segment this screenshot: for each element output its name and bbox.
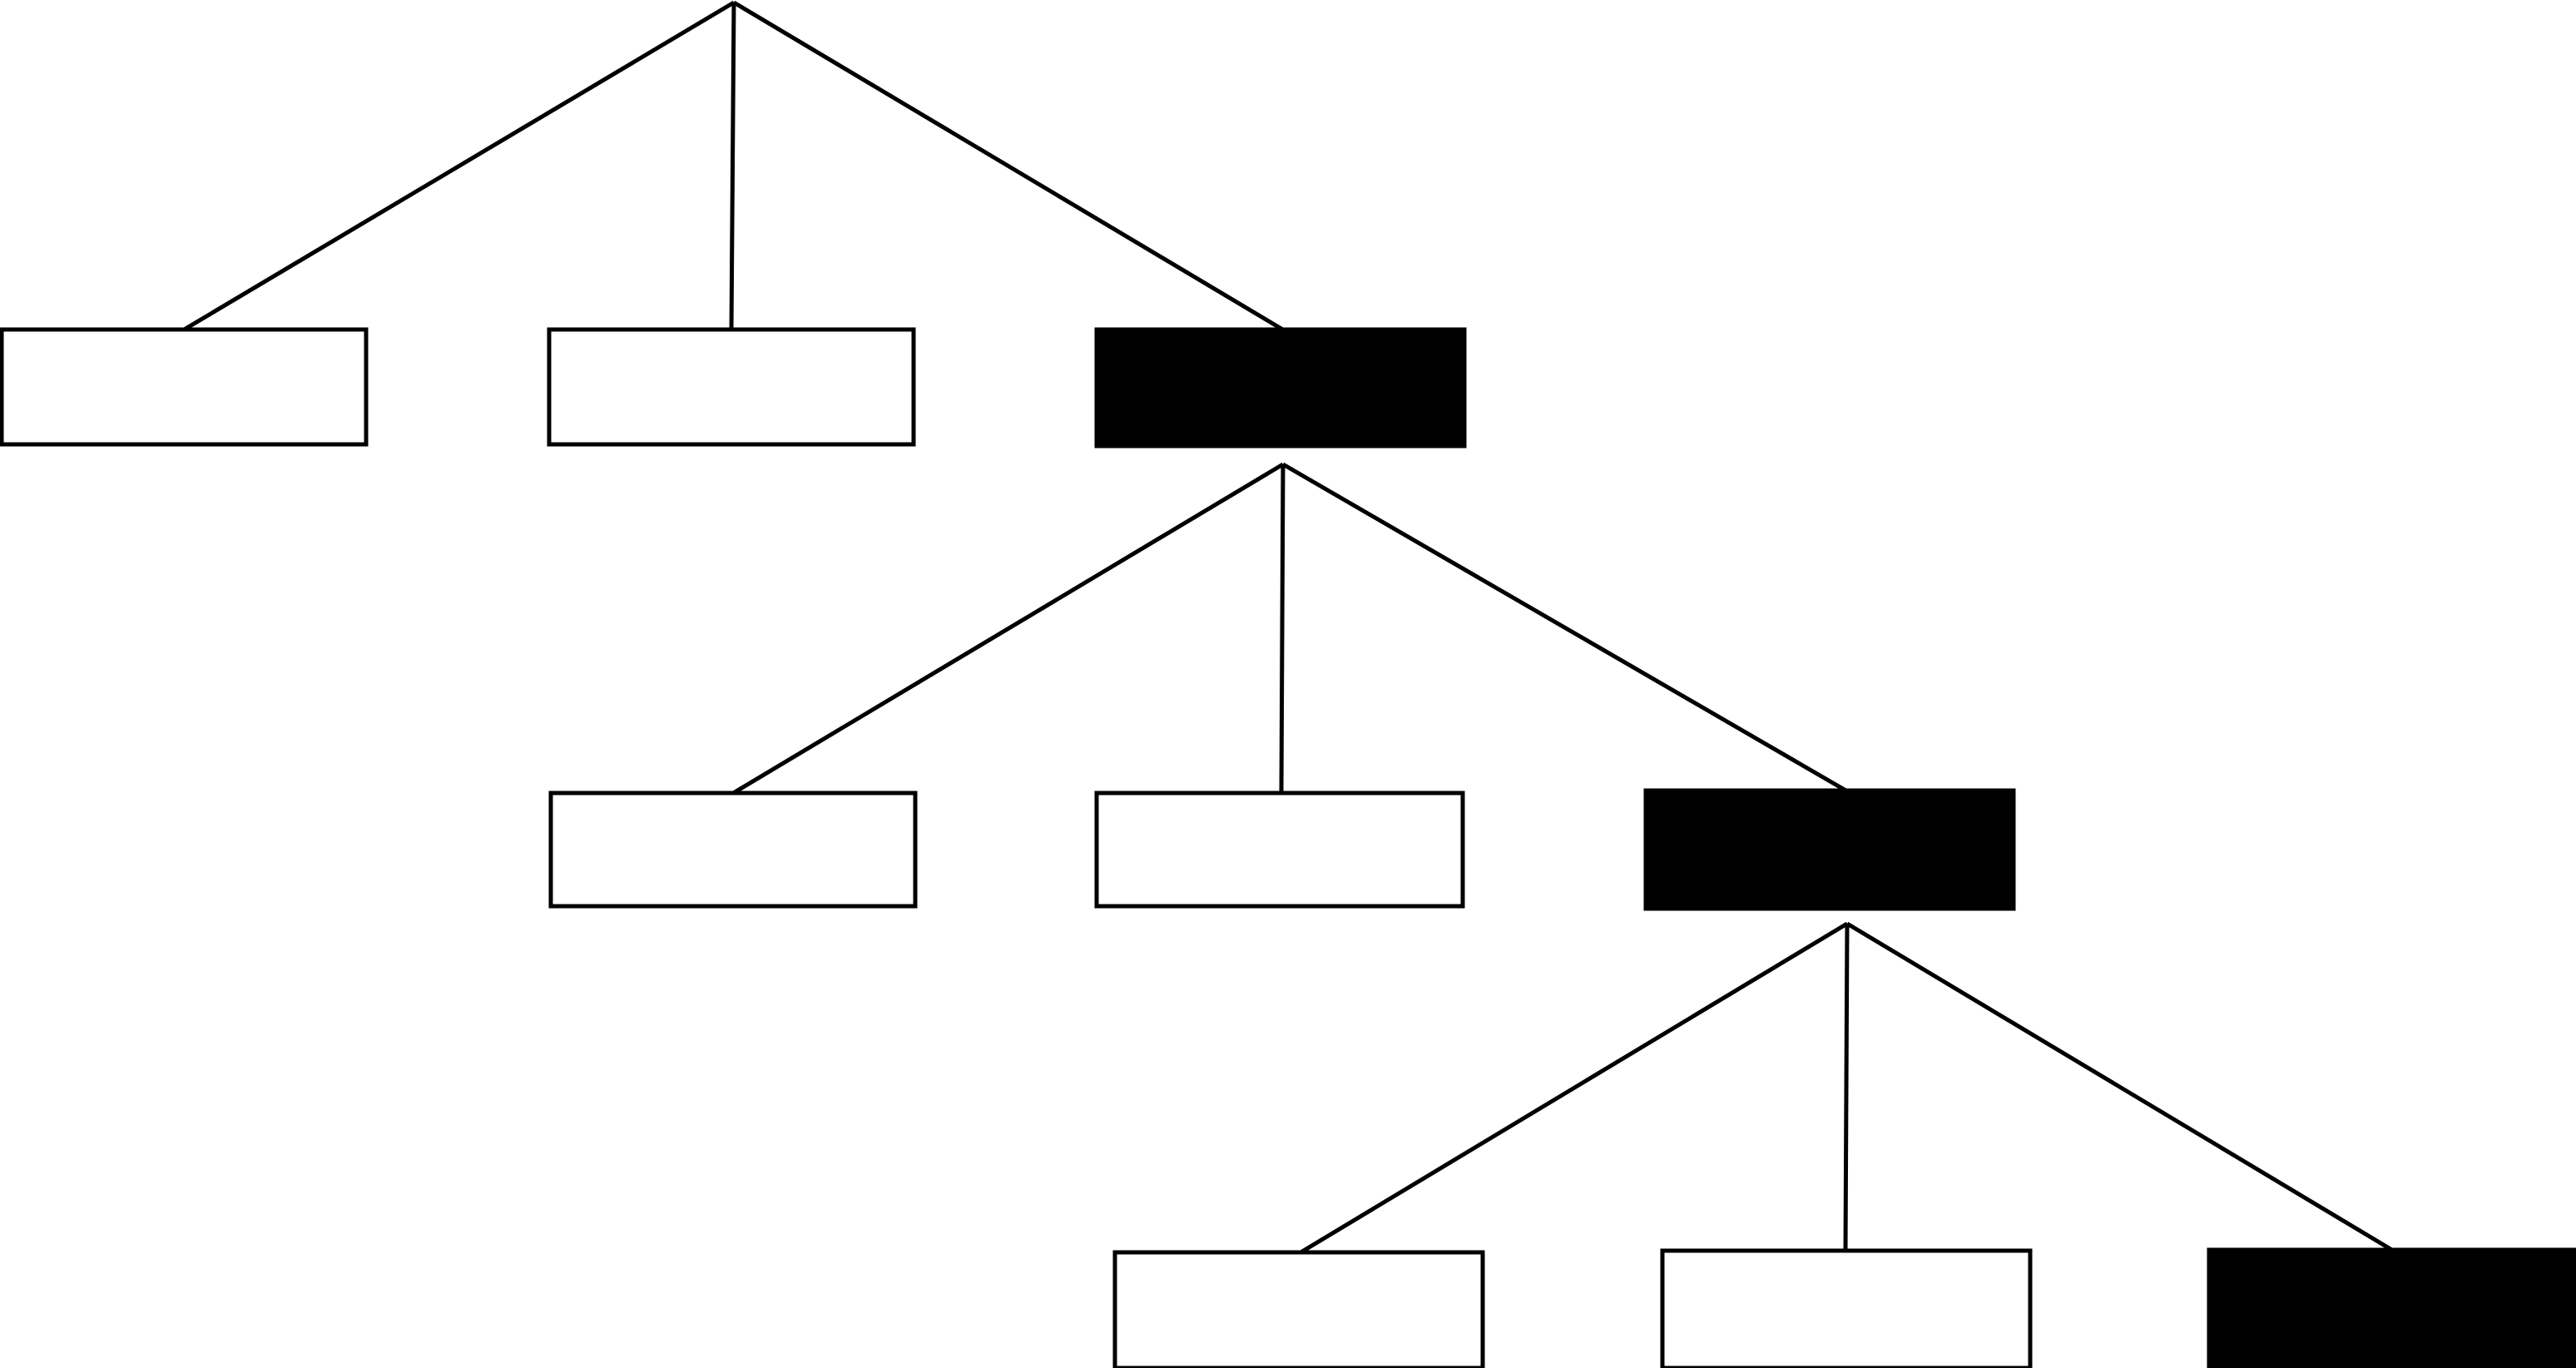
tree-node-box-filled-n3-3[interactable] [2207, 1247, 2576, 1368]
tree-edge-diagonal-left [1296, 921, 1849, 1256]
tree-node-box-open-n1-2[interactable] [547, 327, 916, 447]
nodes-layer [0, 327, 2576, 1368]
tree-node-box-filled-n2-3[interactable] [1643, 788, 2016, 911]
edges-layer [180, 0, 2396, 1256]
tree-edge-diagonal-right [1281, 462, 1850, 795]
tree-edge-diagonal-right [1845, 921, 2396, 1254]
tree-node-box-open-n3-2[interactable] [1660, 1248, 2033, 1368]
tree-node-box-open-n3-1[interactable] [1112, 1250, 1485, 1368]
tree-node-box-open-n2-1[interactable] [548, 791, 918, 909]
tree-node-box-filled-n1-3[interactable] [1094, 327, 1467, 449]
tree-edge-vertical [1843, 923, 1850, 1253]
tree-node-box-open-n1-1[interactable] [0, 327, 369, 447]
tree-edge-diagonal-left [180, 0, 736, 334]
tree-edge-vertical [729, 2, 736, 332]
tree-edge-vertical [1279, 463, 1286, 796]
tree-edge-diagonal-right [732, 0, 1287, 334]
tree-edge-diagonal-left [729, 462, 1285, 797]
tree-node-box-open-n2-2[interactable] [1094, 791, 1465, 909]
